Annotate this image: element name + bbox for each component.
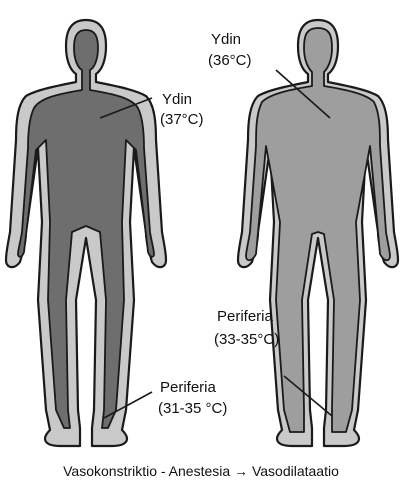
right-core-label-line1: Ydin — [211, 31, 241, 48]
left-core-label-line2: (37°C) — [160, 111, 204, 128]
left-core-label-line1: Ydin — [162, 91, 192, 108]
left-periphery-label-line2: (31-35 °C) — [158, 400, 227, 417]
bottom-caption: Vasokonstriktio - Anestesia → Vasodilata… — [63, 463, 339, 479]
right-body-figure — [238, 20, 398, 446]
left-body-figure — [6, 20, 166, 446]
right-periphery-label-line2: (33-35°C) — [214, 331, 279, 348]
right-core-label-line2: (36°C) — [208, 52, 252, 69]
right-periphery-label-line1: Periferia — [217, 308, 274, 325]
right-core-region — [246, 28, 390, 432]
left-periphery-label-line1: Periferia — [160, 379, 217, 396]
